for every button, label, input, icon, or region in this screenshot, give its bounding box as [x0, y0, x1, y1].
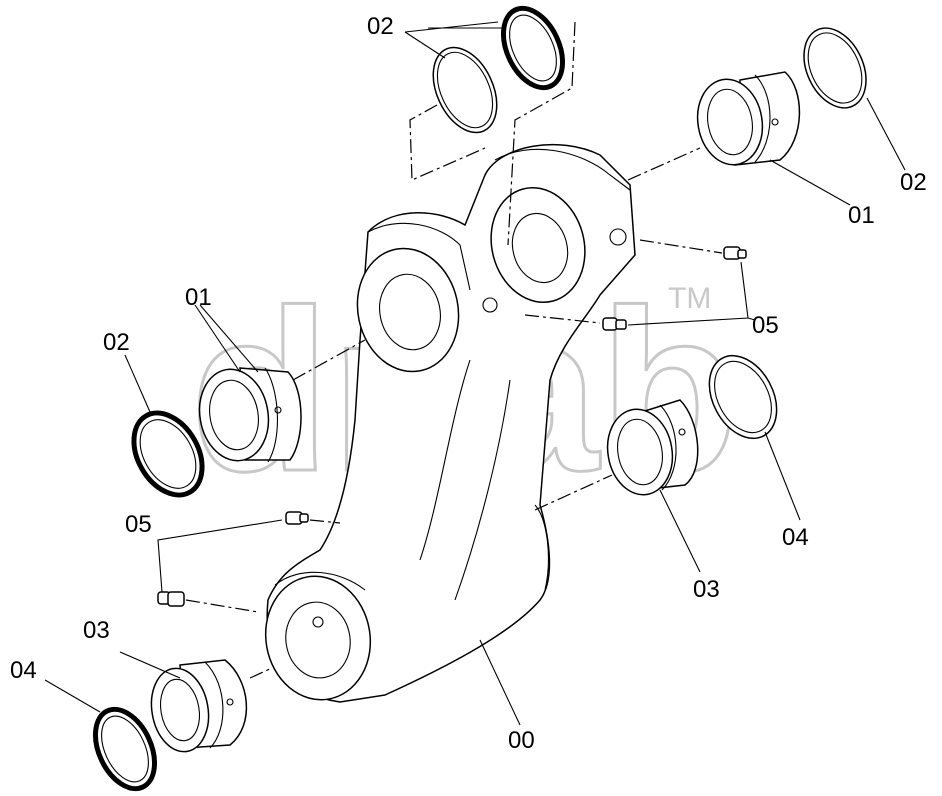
callout-01-right: 01	[848, 202, 875, 229]
callout-02-left: 02	[103, 329, 130, 356]
grease-fitting-05-right-b	[602, 317, 627, 331]
bushing-01-right	[696, 71, 801, 166]
seal-ring-04-right	[708, 354, 778, 440]
seal-ring-04-left	[92, 706, 158, 792]
callout-04-left: 04	[10, 657, 37, 684]
lever-body-00	[264, 143, 636, 703]
callout-labels: 02 02 01 05 01 02 04 03 05 03 04 00	[10, 13, 927, 754]
callout-03-left: 03	[83, 617, 110, 644]
bushing-03-left	[150, 659, 248, 753]
seal-ring-02-right	[803, 27, 867, 109]
grease-fitting-05-left-a	[285, 511, 309, 525]
callout-01-left: 01	[185, 284, 212, 311]
callout-05-left: 05	[125, 511, 152, 538]
bushing-01-left	[198, 367, 302, 463]
grease-fitting-05-left-b	[157, 591, 185, 607]
callout-03-right: 03	[693, 576, 720, 603]
leader-lines	[44, 21, 906, 726]
callout-02-top: 02	[367, 13, 394, 40]
callout-02-right: 02	[900, 169, 927, 196]
grease-fitting-05-right-a	[723, 246, 747, 260]
callout-04-right: 04	[782, 524, 809, 551]
bushing-03-right	[606, 399, 699, 496]
callout-05-right: 05	[752, 312, 779, 339]
seal-ring-02-top-b	[500, 5, 566, 91]
callout-00: 00	[508, 727, 535, 754]
seal-ring-02-top-a	[432, 46, 498, 134]
watermark-trademark: TM	[668, 282, 711, 315]
seal-ring-02-left	[131, 410, 205, 498]
